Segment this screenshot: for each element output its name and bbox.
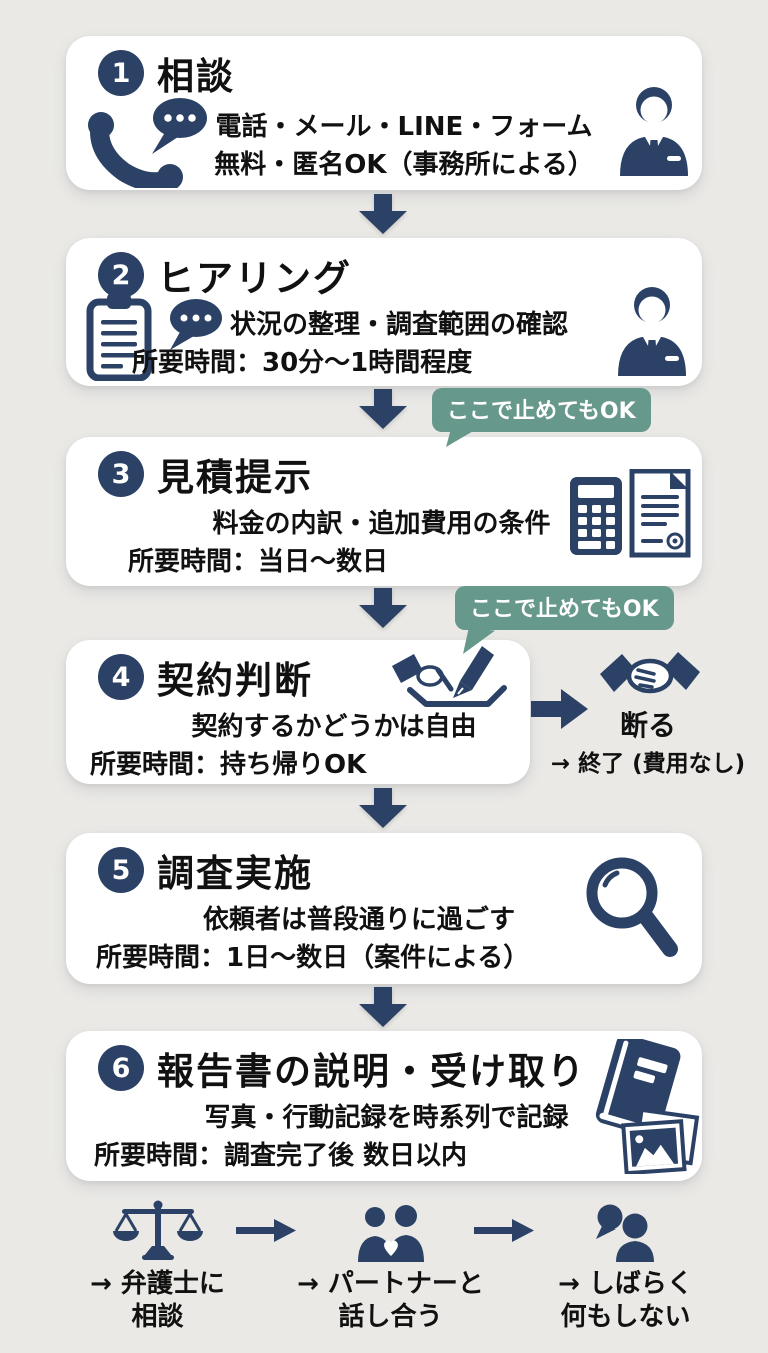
- scales-icon: [55, 1198, 260, 1262]
- decline-label: 断る: [619, 709, 676, 742]
- decline-result: → 終了 (費用なし): [550, 751, 746, 777]
- step-2-title: ヒアリング: [157, 257, 352, 300]
- flow-down-arrow-5: [359, 987, 407, 1027]
- step-6-header: 6 報告書の説明・受け取り: [98, 1041, 586, 1095]
- consultant-person-icon: [612, 80, 696, 176]
- step-2-line1: 状況の整理・調査範囲の確認: [229, 310, 568, 340]
- alternatives-arrow-1: [236, 1216, 296, 1244]
- step-3-number-badge: 3: [98, 451, 144, 497]
- flow-down-arrow-3: [359, 588, 407, 628]
- alternative-wait-line1: → しばらく: [558, 1269, 693, 1299]
- step-3-line2: 所要時間：当日〜数日: [128, 547, 389, 577]
- flow-down-arrow-4: [359, 788, 407, 828]
- alternative-lawyer-line1: → 弁護士に: [90, 1269, 225, 1299]
- calculator-document-icon: [568, 468, 698, 561]
- step-5-line1: 依頼者は普段通りに過ごす: [202, 905, 516, 935]
- report-book-photos-icon: [587, 1034, 702, 1176]
- step-3-title: 見積提示: [157, 456, 313, 499]
- stop-ok-bubble-1-label: ここで止めてもOK: [447, 399, 636, 424]
- couple-heart-icon: [288, 1198, 493, 1262]
- step-1-header: 1 相談: [98, 46, 235, 100]
- step-1-line2: 無料・匿名OK（事務所による）: [214, 150, 594, 180]
- step-1-title: 相談: [157, 55, 235, 98]
- step-4-title: 契約判断: [157, 659, 313, 702]
- step-card-4: 4 契約判断 契約するかどうかは自由 所要時間：持ち帰りOK: [66, 640, 530, 784]
- alternative-partner: → パートナーと 話し合う: [288, 1198, 493, 1334]
- step-card-1: 1 相談 電話・メール・LINE・フォーム 無料・匿名OK（事務所による）: [66, 36, 702, 192]
- step-4-line2: 所要時間：持ち帰りOK: [90, 750, 367, 780]
- step-6-number-badge: 6: [98, 1045, 144, 1091]
- alternative-lawyer-line2: 相談: [131, 1302, 184, 1332]
- step-card-6: 6 報告書の説明・受け取り 写真・行動記録を時系列で記録 所要時間：調査完了後 …: [66, 1031, 702, 1181]
- step-4-line1: 契約するかどうかは自由: [191, 712, 477, 742]
- step-6-line1: 写真・行動記録を時系列で記録: [204, 1103, 569, 1133]
- stop-ok-bubble-2-label: ここで止めてもOK: [470, 597, 659, 622]
- flow-down-arrow-1: [359, 194, 407, 234]
- step-card-5: 5 調査実施 依頼者は普段通りに過ごす 所要時間：1日〜数日（案件による）: [66, 833, 702, 984]
- alternatives-arrow-2: [474, 1216, 534, 1244]
- person-silent-icon: [518, 1198, 733, 1262]
- step-2-line2: 所要時間：30分〜1時間程度: [132, 348, 473, 378]
- step-2-number-badge: 2: [98, 252, 144, 298]
- decline-right-arrow: [531, 688, 589, 730]
- step-card-3: 3 見積提示 料金の内訳・追加費用の条件 所要時間：当日〜数日: [66, 437, 702, 586]
- phone-chat-icon: [80, 88, 230, 192]
- step-5-header: 5 調査実施: [98, 843, 313, 897]
- step-6-line2: 所要時間：調査完了後 数日以内: [94, 1141, 468, 1171]
- step-3-line1: 料金の内訳・追加費用の条件: [212, 509, 551, 539]
- step-1-number-badge: 1: [98, 50, 144, 96]
- contract-signing-icon: [390, 644, 522, 708]
- alternative-wait-line2: 何もしない: [560, 1302, 691, 1332]
- handshake-icon: [598, 644, 702, 706]
- step-5-number-badge: 5: [98, 847, 144, 893]
- step-2-header: 2 ヒアリング: [98, 248, 352, 302]
- alternative-wait: → しばらく 何もしない: [518, 1198, 733, 1334]
- step-6-title: 報告書の説明・受け取り: [157, 1050, 586, 1093]
- stop-ok-bubble-2: ここで止めてもOK: [455, 586, 674, 630]
- magnifier-icon: [578, 851, 690, 963]
- step-4-header: 4 契約判断: [98, 650, 313, 704]
- alternative-partner-line1: → パートナーと: [297, 1269, 484, 1299]
- step-card-2: 2 ヒアリング 状況の整理・調査範囲の確認 所要時間：30分〜1時間程度: [66, 238, 702, 386]
- stop-ok-bubble-1: ここで止めてもOK: [432, 388, 651, 432]
- step-3-header: 3 見積提示: [98, 447, 313, 501]
- alternative-lawyer: → 弁護士に 相談: [55, 1198, 260, 1334]
- step-4-number-badge: 4: [98, 654, 144, 700]
- step-5-line2: 所要時間：1日〜数日（案件による）: [96, 943, 530, 973]
- step-1-line1: 電話・メール・LINE・フォーム: [215, 112, 593, 142]
- step-5-title: 調査実施: [157, 852, 313, 895]
- alternative-partner-line2: 話し合う: [338, 1302, 443, 1332]
- clipboard-chat-icon: [82, 286, 267, 382]
- flow-down-arrow-2: [359, 389, 407, 429]
- consultant-person-icon: [610, 280, 694, 376]
